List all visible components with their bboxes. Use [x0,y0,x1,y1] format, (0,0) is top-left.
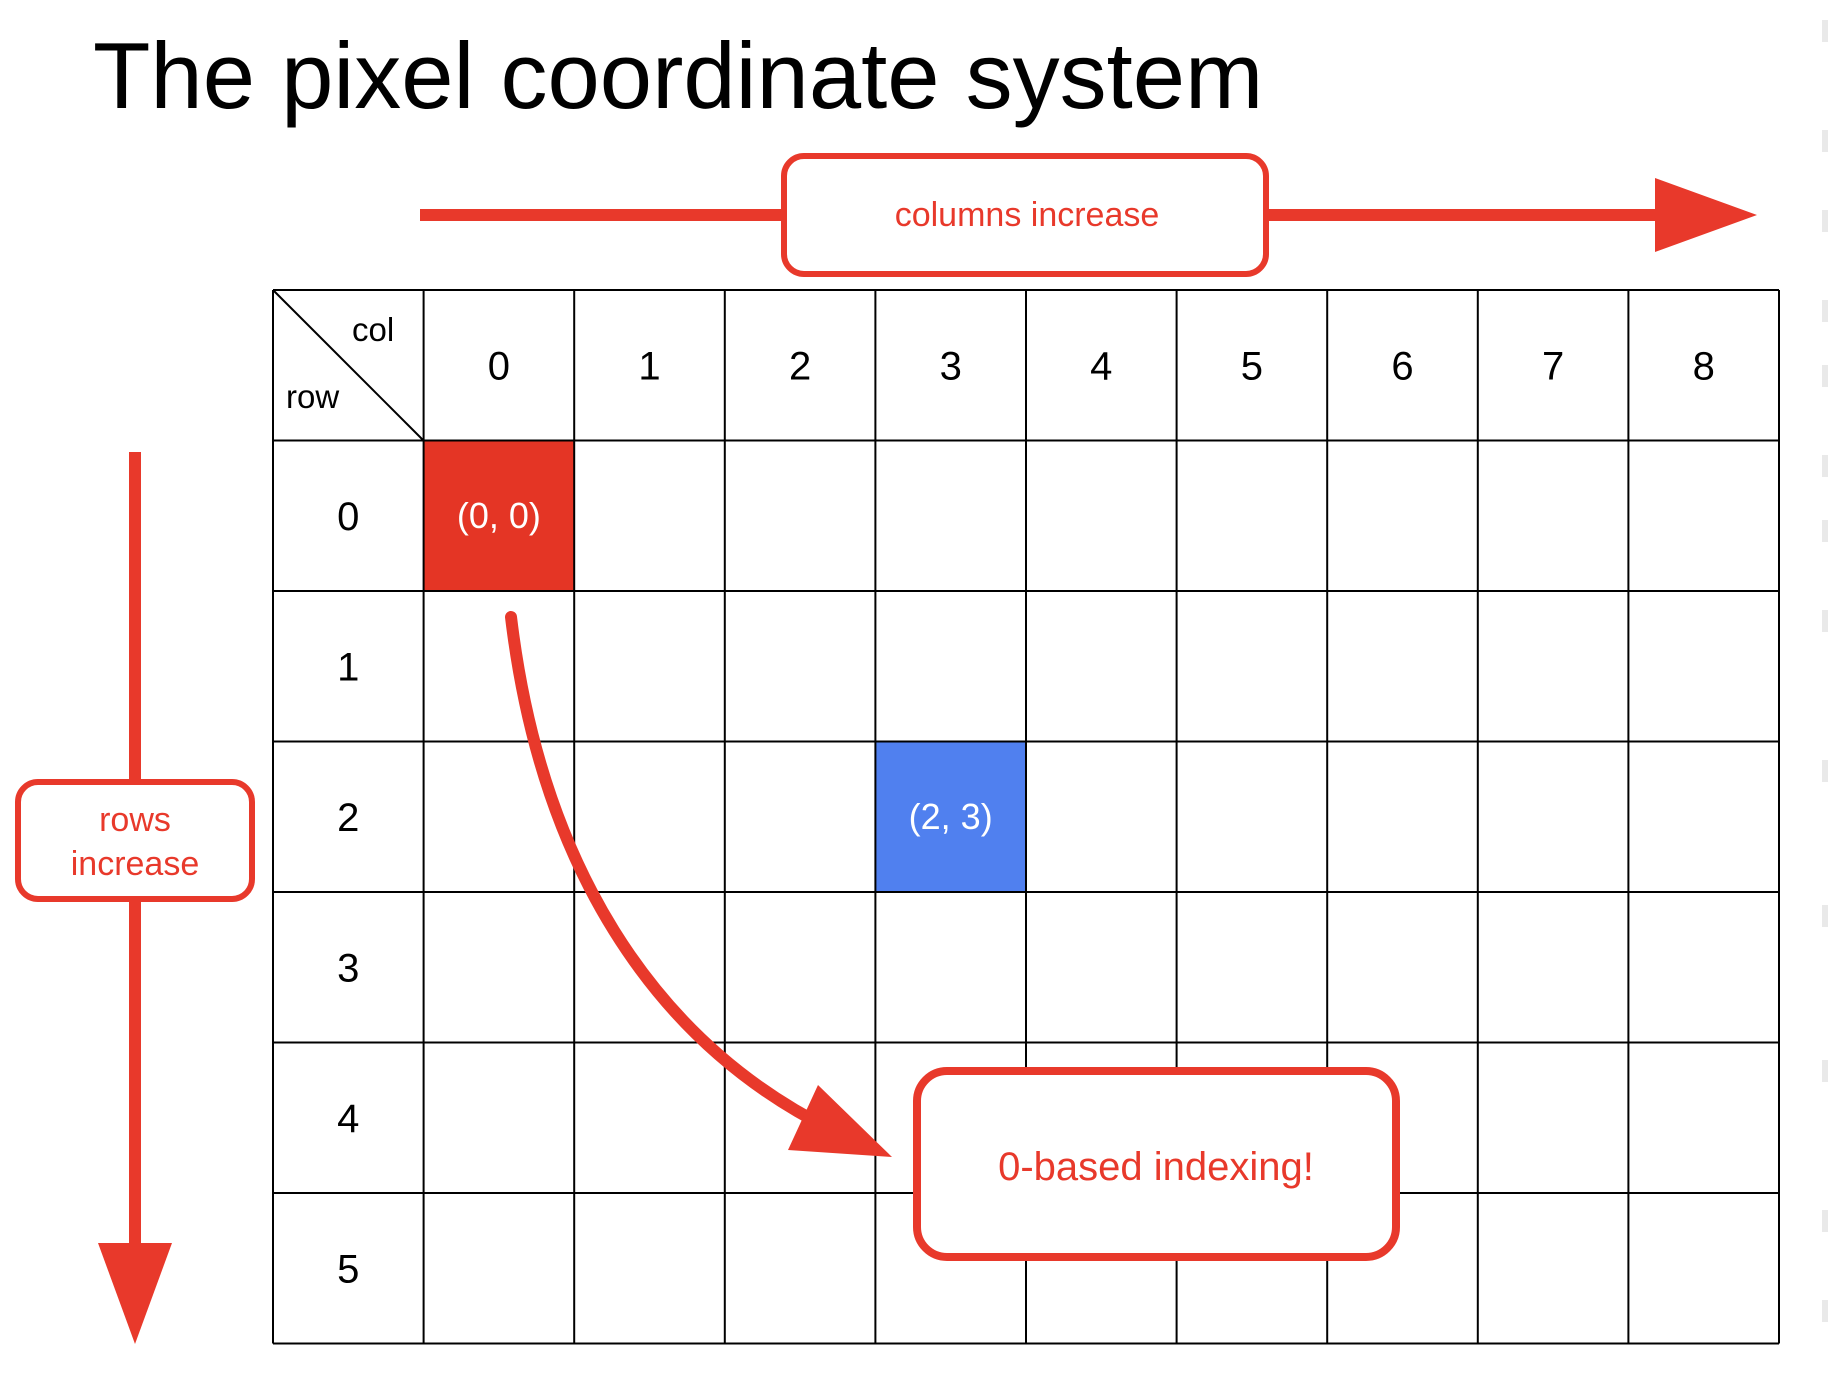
highlighted-cells [423,440,1026,892]
cell-labels: (0, 0) (2, 3) [457,495,993,837]
corner-col-label: col [352,311,394,348]
slide-title: The pixel coordinate system [93,23,1264,128]
column-header-5: 5 [1241,344,1263,388]
corner-row-label: row [286,378,339,415]
columns-increase-arrow: columns increase [420,153,1757,277]
column-header-2: 2 [789,344,811,388]
highlighted-cell-2-3 [875,741,1026,892]
rows-callout-label-line2: increase [71,845,200,883]
column-header-4: 4 [1090,344,1112,388]
column-header-0: 0 [488,344,510,388]
column-header-8: 8 [1693,344,1715,388]
columns-callout-label: columns increase [895,196,1160,234]
cell-coordinate-label: (0, 0) [457,495,541,536]
row-header-2: 2 [337,796,359,840]
indexing-curved-arrow [505,611,892,1157]
column-headers: 0 1 2 3 4 5 6 7 8 [488,344,1715,388]
column-header-1: 1 [638,344,660,388]
row-header-3: 3 [337,946,359,990]
rows-callout-label-line1: rows [99,801,171,839]
rows-increase-arrow: rows increase [15,452,255,1344]
curved-arrow-shaft [505,611,838,1136]
right-edge-artifact [1820,0,1828,1388]
grid-lines [272,289,1780,1345]
columns-arrow-head [1655,178,1757,252]
highlighted-cell-0-0 [423,440,575,591]
columns-callout-box [781,153,1269,277]
indexing-callout: 0-based indexing! [913,1067,1400,1261]
row-header-1: 1 [337,645,359,689]
rows-arrow-head [98,1243,172,1344]
row-headers: 0 1 2 3 4 5 [337,495,359,1292]
indexing-callout-box [913,1067,1400,1261]
row-header-5: 5 [337,1247,359,1291]
indexing-callout-label: 0-based indexing! [998,1145,1314,1189]
corner-diagonal [272,289,425,442]
column-header-3: 3 [940,344,962,388]
row-header-0: 0 [337,495,359,539]
rows-callout-box [15,779,255,902]
row-header-4: 4 [337,1097,359,1141]
column-header-7: 7 [1542,344,1564,388]
curved-arrow-head [788,1085,892,1157]
column-header-6: 6 [1391,344,1413,388]
cell-coordinate-label: (2, 3) [909,796,993,837]
